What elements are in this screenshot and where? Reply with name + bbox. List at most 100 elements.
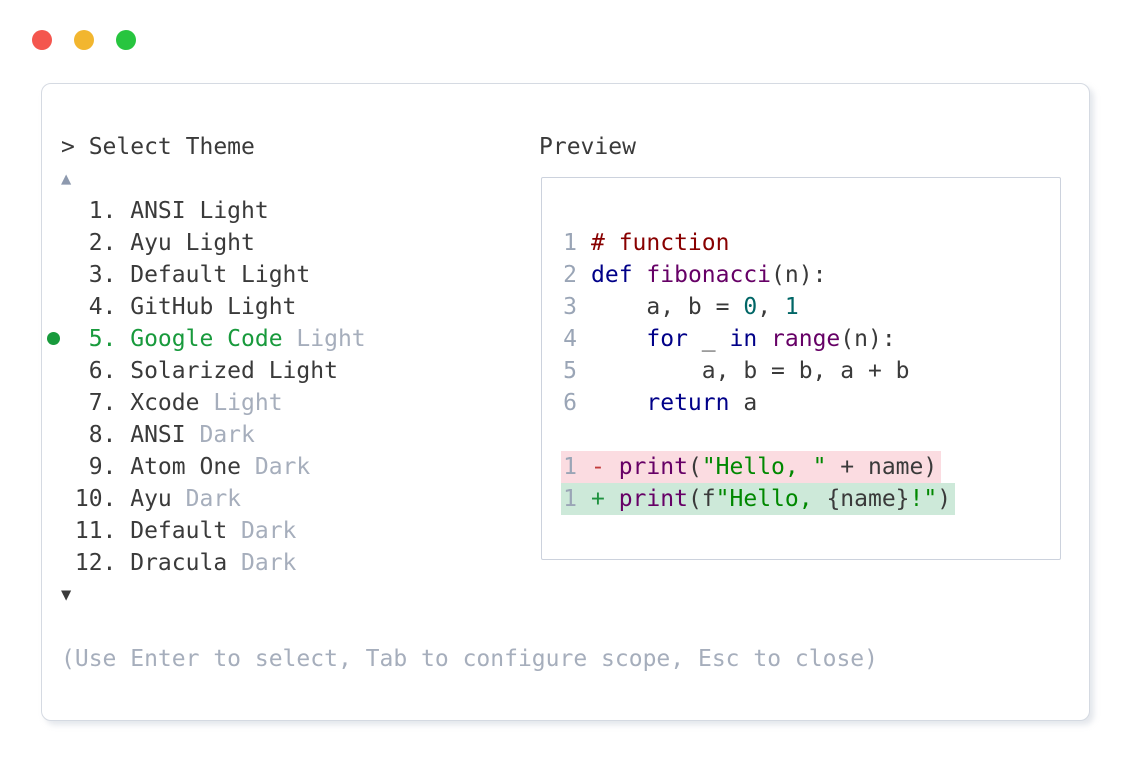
- code-token-plain: a: [729, 390, 758, 416]
- minimize-button[interactable]: [74, 30, 94, 50]
- code-line: 6 return a: [561, 387, 1060, 419]
- code-token-minus: -: [591, 454, 619, 480]
- theme-item-variant: Light: [199, 390, 283, 416]
- theme-item-label: 10. Ayu: [61, 486, 172, 512]
- code-line-added: 1 + print(f"Hello, {name}!"): [561, 483, 1060, 515]
- code-token-num: 1: [784, 294, 799, 320]
- theme-list-item[interactable]: 11. Default Dark: [61, 515, 366, 547]
- maximize-button[interactable]: [116, 30, 136, 50]
- code-token-plain: (: [687, 454, 702, 480]
- theme-item-label: 1. ANSI Light: [61, 198, 269, 224]
- code-line-content: 1# function: [561, 227, 733, 259]
- code-token-num: 0: [743, 294, 758, 320]
- theme-list-item[interactable]: 7. Xcode Light: [61, 387, 366, 419]
- scroll-up-indicator[interactable]: ▲: [61, 169, 72, 189]
- code-token-kw: for: [646, 326, 688, 352]
- theme-picker-column: > Select Theme ▲ 1. ANSI Light 2. Ayu Li…: [47, 131, 366, 611]
- theme-item-variant: Dark: [227, 550, 297, 576]
- help-hint: (Use Enter to select, Tab to configure s…: [61, 646, 878, 672]
- theme-list-item[interactable]: 6. Solarized Light: [61, 355, 366, 387]
- theme-item-variant: Dark: [171, 486, 242, 512]
- line-number: 4: [563, 326, 577, 352]
- line-number: 5: [563, 358, 577, 384]
- code-line: 5 a, b = b, a + b: [561, 355, 1060, 387]
- theme-item-variant: Dark: [185, 422, 255, 448]
- code-token-plain: (n):: [840, 326, 896, 352]
- theme-item-label: 9. Atom One: [61, 454, 242, 480]
- theme-picker-window: > Select Theme ▲ 1. ANSI Light 2. Ayu Li…: [41, 83, 1090, 721]
- code-token-plain: [757, 323, 771, 355]
- scroll-down-indicator[interactable]: ▼: [61, 585, 72, 605]
- code-token-kw: def: [591, 262, 633, 288]
- code-token-plain: + name): [826, 454, 938, 480]
- line-number: 3: [563, 294, 577, 320]
- theme-item-variant: Dark: [227, 518, 297, 544]
- theme-item-label: 5. Google Code: [61, 326, 283, 352]
- theme-item-label: 8. ANSI: [61, 422, 186, 448]
- code-token-str: !": [909, 486, 938, 512]
- code-token-plain: {name}: [826, 486, 910, 512]
- theme-list-item[interactable]: 1. ANSI Light: [61, 195, 366, 227]
- code-token-str: "Hello,: [715, 486, 827, 512]
- theme-item-label: 6. Solarized Light: [61, 358, 338, 384]
- code-token-kw: in: [729, 326, 758, 352]
- theme-list-item[interactable]: 12. Dracula Dark: [61, 547, 366, 579]
- picker-title: > Select Theme: [61, 134, 255, 160]
- code-token-str: "Hello, ": [701, 454, 827, 480]
- theme-item-label: 11. Default: [61, 518, 228, 544]
- theme-list-item[interactable]: 9. Atom One Dark: [61, 451, 366, 483]
- line-number: [563, 419, 577, 451]
- code-token-title: fibonacci: [646, 262, 772, 288]
- code-token-plain: (f: [687, 486, 716, 512]
- code-token-plain: [591, 387, 646, 419]
- code-token-kw: return: [646, 390, 730, 416]
- code-line-content: 5 a, b = b, a + b: [561, 355, 914, 387]
- code-line-removed: 1- print("Hello, " + name): [561, 451, 1060, 483]
- code-line: 2 def fibonacci(n):: [561, 259, 1060, 291]
- code-token-plain: [591, 323, 646, 355]
- close-button[interactable]: [32, 30, 52, 50]
- theme-list-item[interactable]: 5. Google Code Light: [47, 323, 366, 355]
- theme-item-label: 12. Dracula: [61, 550, 228, 576]
- theme-item-label: 7. Xcode: [61, 390, 200, 416]
- theme-item-variant: Light: [282, 326, 366, 352]
- code-line-content: 1 + print(f"Hello, {name}!"): [561, 483, 956, 515]
- theme-item-label: 4. GitHub Light: [61, 294, 297, 320]
- code-token-plain: (n):: [771, 262, 827, 288]
- theme-list-item[interactable]: 8. ANSI Dark: [61, 419, 366, 451]
- preview-label: Preview: [539, 134, 636, 160]
- line-number: 6: [563, 390, 577, 416]
- line-number: 2: [563, 262, 577, 288]
- code-line-content: 4 for _ in range(n):: [561, 323, 900, 355]
- code-token-plain: ): [937, 486, 952, 512]
- code-line-content: 3 a, b = 0, 1: [561, 291, 803, 323]
- code-token-title: print: [618, 454, 688, 480]
- line-number: 1: [563, 454, 577, 480]
- code-line: [561, 419, 1060, 451]
- code-line-content: 2 def fibonacci(n):: [561, 259, 830, 291]
- code-line: 4 for _ in range(n):: [561, 323, 1060, 355]
- code-line-content: [561, 419, 595, 451]
- code-token-title: range: [771, 326, 841, 352]
- code-line: 3 a, b = 0, 1: [561, 291, 1060, 323]
- theme-list-item[interactable]: 2. Ayu Light: [61, 227, 366, 259]
- code-token-plain: a, b = b, a + b: [591, 358, 910, 384]
- code-line: 1# function: [561, 227, 1060, 259]
- line-number: 1: [563, 486, 577, 512]
- theme-item-variant: Dark: [241, 454, 311, 480]
- theme-list-item[interactable]: 10. Ayu Dark: [61, 483, 366, 515]
- code-token-plain: [633, 259, 647, 291]
- code-token-title: print: [618, 486, 688, 512]
- code-token-plus: +: [591, 486, 619, 512]
- code-line-content: 6 return a: [561, 387, 761, 419]
- line-number: 1: [563, 230, 577, 256]
- theme-list: 1. ANSI Light 2. Ayu Light 3. Default Li…: [47, 195, 366, 579]
- code-token-plain: _: [687, 326, 730, 352]
- window-controls: [32, 30, 136, 50]
- code-line-content: 1- print("Hello, " + name): [561, 451, 942, 483]
- theme-list-item[interactable]: 3. Default Light: [61, 259, 366, 291]
- theme-list-item[interactable]: 4. GitHub Light: [61, 291, 366, 323]
